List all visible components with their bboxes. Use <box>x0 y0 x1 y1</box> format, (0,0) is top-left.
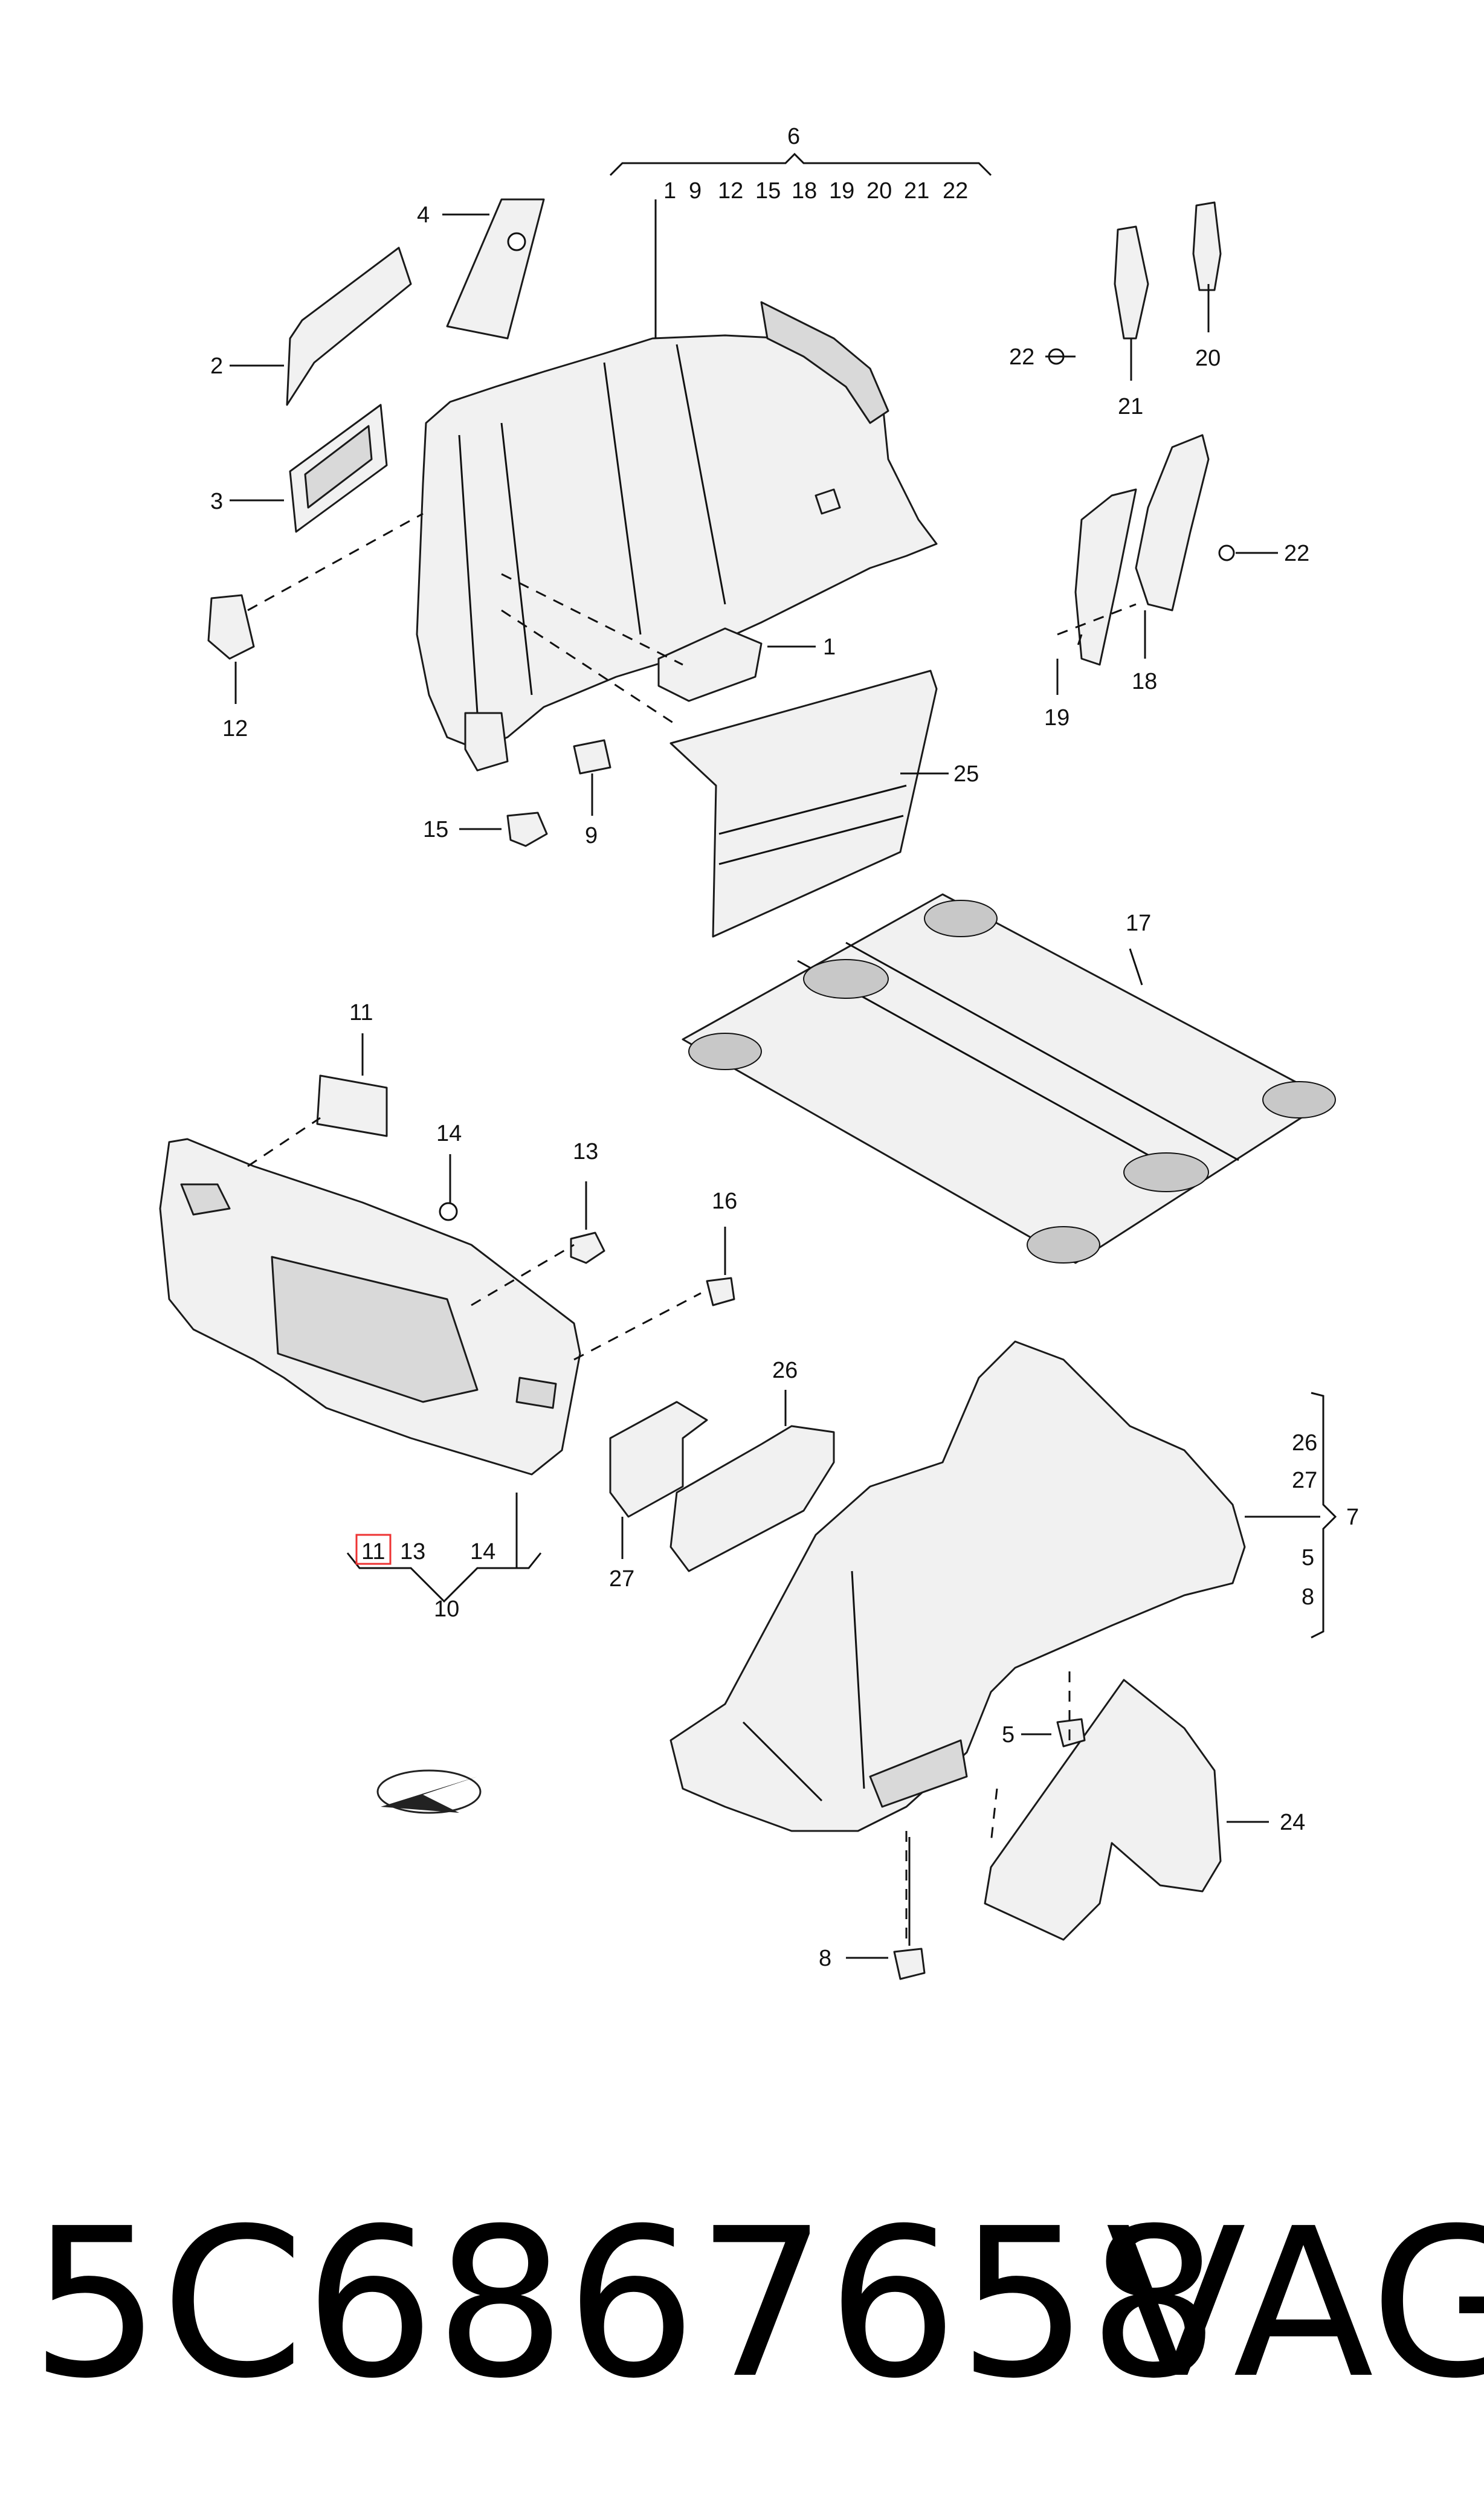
callout-6-list-18: 18 <box>792 178 817 204</box>
part-4-cover <box>446 198 545 340</box>
side-trim-left-assembly <box>416 301 938 772</box>
part-number: 5C6867658 <box>30 2184 1219 2424</box>
callout-26: 26 <box>772 1358 798 1383</box>
brand-logo <box>376 1769 482 1814</box>
callout-14-top: 14 <box>436 1121 462 1146</box>
part-10-sill-panel <box>159 1138 581 1476</box>
part-18-bracket <box>1135 434 1210 612</box>
callout-7-list-8: 8 <box>1302 1584 1314 1610</box>
callout-3: 3 <box>210 489 223 514</box>
dashed-leader-lines <box>247 512 1137 1940</box>
callout-2: 2 <box>210 353 223 379</box>
callout-11-bottom: 11 <box>361 1539 385 1564</box>
part-15-plug <box>506 812 548 847</box>
callout-6-list-21: 21 <box>904 178 929 204</box>
callout-7: 7 <box>1346 1505 1359 1530</box>
callout-lines <box>230 152 1337 1959</box>
callout-19: 19 <box>1044 705 1069 731</box>
callout-6-list-12: 12 <box>718 178 743 204</box>
callout-1: 1 <box>823 634 836 660</box>
callout-8: 8 <box>819 1946 831 1971</box>
callout-6-list-19: 19 <box>829 178 854 204</box>
callout-5: 5 <box>1002 1722 1015 1748</box>
callout-14-bottom: 14 <box>470 1539 495 1564</box>
callout-21: 21 <box>1118 394 1143 419</box>
part-12-clip <box>207 594 255 660</box>
callout-11-top: 11 <box>349 1000 373 1025</box>
callout-22-right: 22 <box>1284 541 1309 566</box>
callout-15: 15 <box>423 817 448 842</box>
part-25-liner <box>669 670 938 938</box>
callout-10: 10 <box>434 1596 459 1622</box>
callout-9: 9 <box>585 823 598 848</box>
callout-16: 16 <box>712 1189 737 1214</box>
brand-name: VAG <box>1106 2184 1484 2424</box>
part-17-net-cover <box>682 893 1336 1264</box>
part-27-bracket <box>609 1401 708 1518</box>
callout-6-list-9: 9 <box>689 178 702 204</box>
callout-7-list-27: 27 <box>1292 1468 1317 1493</box>
callout-11-highlight <box>355 1534 392 1565</box>
part-13-clip <box>570 1232 605 1264</box>
part-21-bracket <box>1114 225 1149 340</box>
callout-13-bottom: 13 <box>400 1539 425 1564</box>
part-16-screw <box>706 1277 735 1306</box>
part-7-side-trim-right <box>669 1340 1246 1832</box>
part-20-bracket <box>1192 201 1222 291</box>
callout-27: 27 <box>609 1566 634 1592</box>
part-9-pad <box>573 739 611 775</box>
callout-7-list-5: 5 <box>1302 1545 1314 1571</box>
callout-20: 20 <box>1195 346 1221 371</box>
callout-24: 24 <box>1280 1810 1305 1835</box>
callout-7-list-26: 26 <box>1292 1430 1317 1456</box>
part-1-insert <box>657 627 763 702</box>
callout-6-list-1: 1 <box>663 178 676 204</box>
part-19-bracket <box>1074 488 1137 666</box>
callout-25: 25 <box>953 761 979 787</box>
part-8-clip <box>893 1948 926 1980</box>
part-11-grommet <box>316 1074 388 1137</box>
callout-13-top: 13 <box>573 1139 598 1164</box>
callout-4: 4 <box>417 202 430 228</box>
part-2-panel <box>286 247 412 406</box>
part-26-duct <box>669 1425 835 1572</box>
callout-18: 18 <box>1132 669 1157 694</box>
part-5-clip <box>1056 1718 1086 1748</box>
callout-6-list-22: 22 <box>943 178 968 204</box>
callout-22-top: 22 <box>1009 344 1034 370</box>
callout-17: 17 <box>1126 911 1151 936</box>
callout-6-list-15: 15 <box>755 178 781 204</box>
callout-12: 12 <box>222 716 248 741</box>
part-24-cover <box>984 1679 1222 1941</box>
callout-6-list-20: 20 <box>866 178 892 204</box>
callout-6: 6 <box>787 124 800 149</box>
